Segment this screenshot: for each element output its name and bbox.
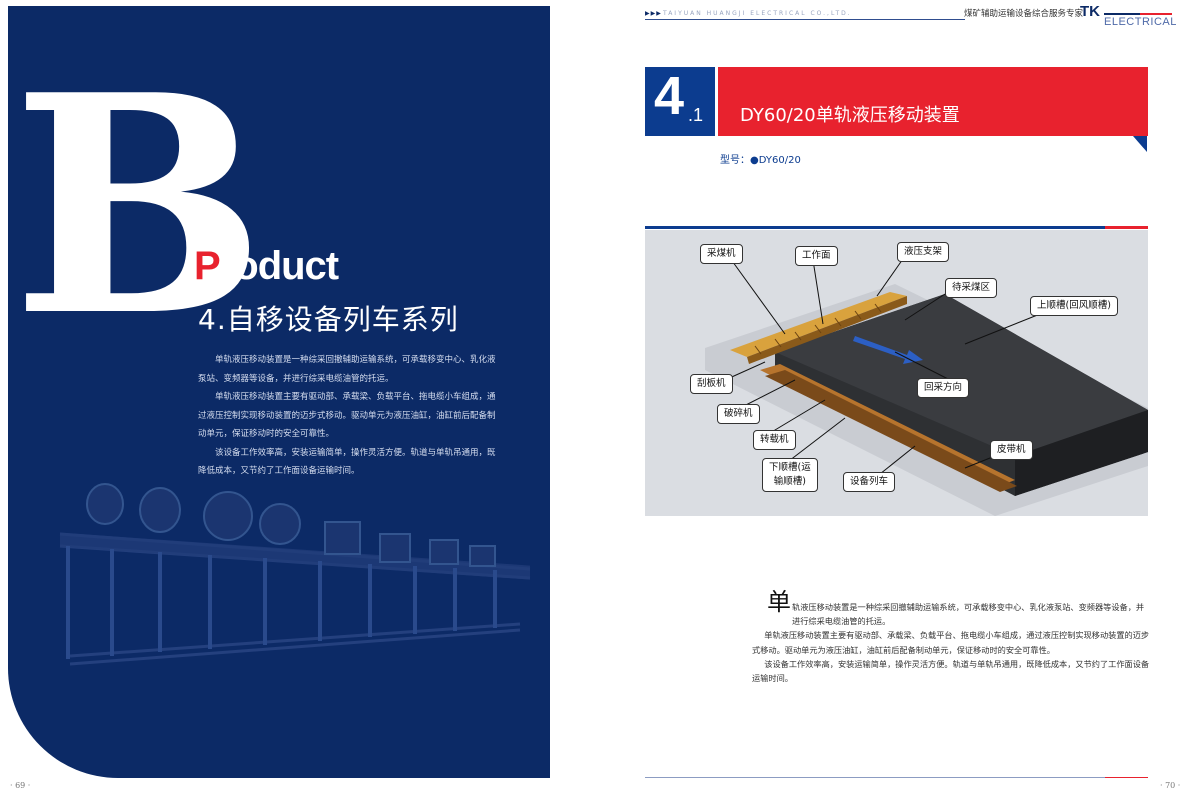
left-page-panel: B Product 4.自移设备列车系列 单轨液压移动装置是一种综采回撤辅助运输… xyxy=(8,6,550,778)
label-working-face: 工作面 xyxy=(795,246,838,266)
label-transfer: 转载机 xyxy=(753,430,796,450)
label-equipment-train: 设备列车 xyxy=(843,472,896,492)
section-title: DY60/20单轨液压移动装置 xyxy=(740,105,960,126)
left-paragraph: 单轨液压移动装置主要有驱动部、承载梁、负载平台、拖电缆小车组成，通过液压控制实现… xyxy=(198,392,496,439)
section-subnumber: .1 xyxy=(688,105,704,125)
body-paragraph: 该设备工作效率高，安装运输简单，操作灵活方便。轨道与单轨吊通用，既降低成本，又节… xyxy=(752,658,1150,684)
product-heading: Product xyxy=(194,244,339,289)
page-number-left: · 69 · xyxy=(10,781,31,790)
chapter-letter: B xyxy=(12,29,266,382)
header-company-name: TAIYUAN HUANGJI ELECTRICAL CO.,LTD. xyxy=(663,10,852,17)
image-rule-red xyxy=(1105,226,1148,229)
body-paragraph: 单轨液压移动装置主要有驱动部、承载梁、负载平台、拖电缆小车组成，通过液压控制实现… xyxy=(752,630,1150,655)
brand-logo: TK xyxy=(1080,3,1100,20)
label-hydraulic-support: 液压支架 xyxy=(897,242,950,262)
label-shearer: 采煤机 xyxy=(700,244,743,264)
section-number: 4 xyxy=(654,66,685,126)
model-label: 型号： xyxy=(720,155,750,166)
right-body-text: 轨液压移动装置是一种综采回撤辅助运输系统，可承载移变中心、乳化液泵站、变频器等设… xyxy=(752,600,1150,685)
label-belt: 皮带机 xyxy=(990,440,1033,460)
image-rule-blue xyxy=(645,226,1105,229)
body-paragraph-first: 轨液压移动装置是一种综采回撤辅助运输系统，可承载移变中心、乳化液泵站、变频器等设… xyxy=(792,602,1145,627)
model-line: 型号：●DY60/20 xyxy=(720,151,801,166)
series-title: 4.自移设备列车系列 xyxy=(198,303,459,336)
label-upper-trough: 上顺槽(回风顺槽) xyxy=(1030,296,1118,316)
label-lower-trough: 下顺槽(运 输顺槽) xyxy=(762,458,818,492)
header-rule xyxy=(645,19,965,20)
product-heading-initial: P xyxy=(194,244,221,288)
label-crusher: 破碎机 xyxy=(717,404,760,424)
left-paragraph: 该设备工作效率高，安装运输简单，操作灵活方便。轨道与单轨吊通用，既降低成本，又节… xyxy=(198,447,496,477)
section-number-box: 4 .1 xyxy=(645,67,715,136)
label-scraper: 刮板机 xyxy=(690,374,733,394)
model-value: ●DY60/20 xyxy=(750,155,801,166)
header-arrows: ▶▶▶ xyxy=(645,10,662,17)
footer-rule-red xyxy=(1105,777,1148,778)
label-retreat-direction: 回采方向 xyxy=(917,378,970,398)
page-number-right: · 70 · xyxy=(1160,781,1181,790)
footer-rule-blue xyxy=(645,777,1105,778)
drop-cap: 单 xyxy=(767,588,791,616)
brand-subtitle: ELECTRICAL xyxy=(1104,16,1177,28)
left-paragraph: 单轨液压移动装置是一种综采回撤辅助运输系统，可承载移变中心、乳化液泵站、变频器等… xyxy=(198,355,496,384)
header-slogan: 煤矿辅助运输设备综合服务专家 xyxy=(964,9,1084,19)
mining-layout-illustration xyxy=(705,255,1148,516)
brand-bar-blue xyxy=(1104,13,1140,15)
mining-layout-diagram: 采煤机 工作面 液压支架 待采煤区 上顺槽(回风顺槽) 刮板机 回采方向 破碎机… xyxy=(645,230,1148,516)
label-coal-zone: 待采煤区 xyxy=(945,278,998,298)
left-intro-text: 单轨液压移动装置是一种综采回撤辅助运输系统，可承载移变中心、乳化液泵站、变频器等… xyxy=(198,351,498,481)
equipment-train-image xyxy=(59,483,531,666)
product-heading-rest: roduct xyxy=(219,244,339,288)
brand-bar-red xyxy=(1140,13,1172,15)
section-title-bar: DY60/20单轨液压移动装置 xyxy=(718,67,1148,136)
title-bar-fold xyxy=(1133,136,1147,152)
